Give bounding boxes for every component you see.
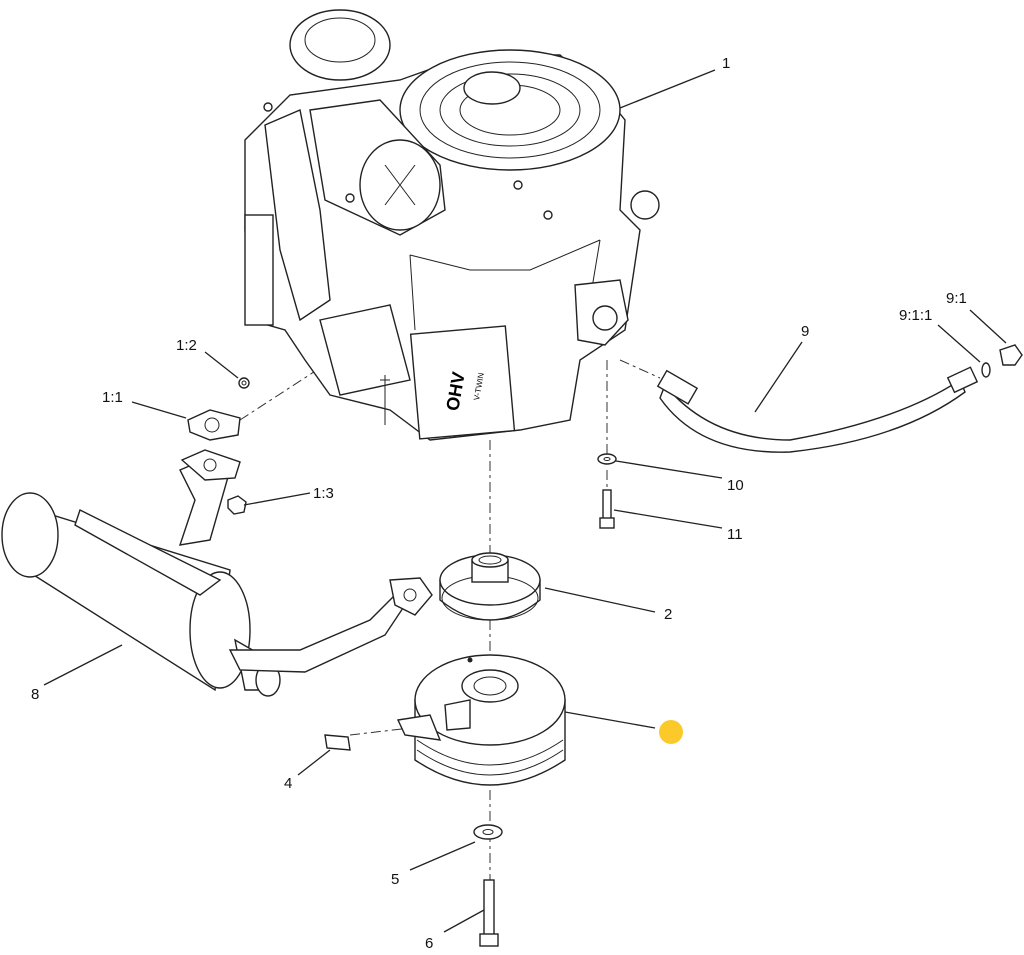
- engine-bolt[interactable]: [599, 489, 615, 529]
- exhaust-nut-top[interactable]: [238, 377, 250, 389]
- callout-2[interactable]: 2: [664, 606, 672, 623]
- callout-labels: 1 1:2 1:1 1:3 2 4 5 6 8 9 9:1 9:1:1 10 1…: [31, 55, 967, 952]
- leader-lines: [43, 69, 1007, 933]
- callout-10[interactable]: 10: [727, 477, 744, 494]
- engine-washer[interactable]: [597, 453, 617, 465]
- exhaust-gasket[interactable]: [187, 409, 241, 441]
- exhaust-nut-bottom[interactable]: [227, 495, 247, 515]
- callout-4[interactable]: 4: [284, 775, 292, 792]
- callout-11[interactable]: 11: [727, 526, 743, 543]
- hose-o-ring[interactable]: [981, 362, 991, 378]
- hose-fitting[interactable]: [999, 344, 1023, 366]
- muffler[interactable]: [1, 449, 433, 697]
- callout-8[interactable]: 8: [31, 686, 39, 703]
- callout-1[interactable]: 1: [722, 55, 730, 72]
- clutch-connector[interactable]: [324, 734, 351, 751]
- callout-9-1[interactable]: 9:1: [946, 290, 967, 307]
- callout-1-1[interactable]: 1:1: [102, 389, 123, 406]
- pulley[interactable]: [439, 552, 541, 621]
- oil-drain-hose[interactable]: [656, 366, 979, 453]
- callout-1-3[interactable]: 1:3: [313, 485, 334, 502]
- callout-1-2[interactable]: 1:2: [176, 337, 197, 354]
- highlight-marker[interactable]: [659, 720, 683, 744]
- engine[interactable]: OHV V-TWIN: [244, 9, 660, 441]
- callout-5[interactable]: 5: [391, 871, 399, 888]
- callout-9-1-1[interactable]: 9:1:1: [899, 307, 932, 324]
- callout-9[interactable]: 9: [801, 323, 809, 340]
- clutch-washer[interactable]: [473, 824, 503, 840]
- electric-clutch[interactable]: [396, 654, 566, 786]
- clutch-bolt[interactable]: [479, 879, 499, 947]
- callout-6[interactable]: 6: [425, 935, 433, 952]
